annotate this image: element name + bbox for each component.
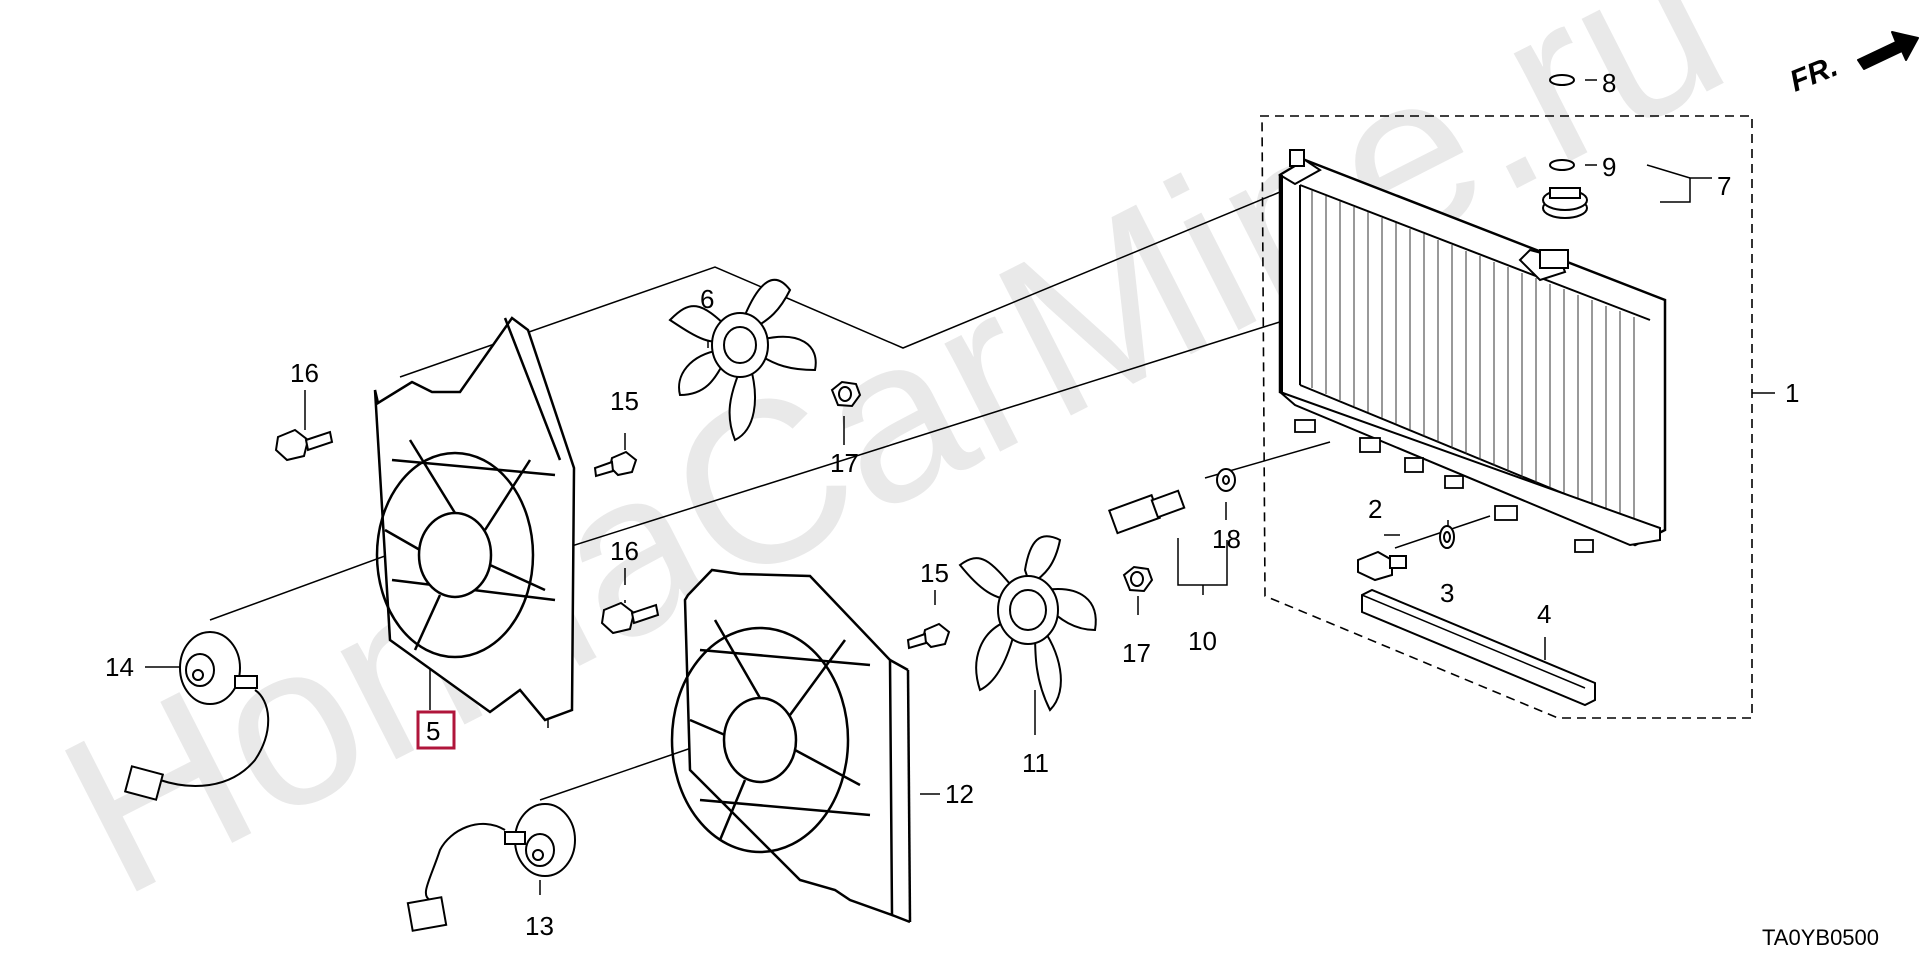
nut [830,380,1154,593]
bolt [274,428,951,650]
callout-10: 10 [1188,626,1217,656]
callout-4: 4 [1537,599,1551,629]
callout-8: 8 [1602,68,1616,98]
callout-6: 6 [700,284,714,314]
cooling-fan-upper [668,278,817,442]
callout-15-upper: 15 [610,386,639,416]
callout-13: 13 [525,911,554,941]
callout-17-upper: 17 [830,448,859,478]
fan-motor-lower [406,803,576,932]
thermo-switch [1108,468,1236,535]
callout-labels: 1 2 3 4 5 6 7 8 9 10 11 12 13 14 15 15 1… [105,68,1799,941]
callout-17-lower: 17 [1122,638,1151,668]
fan-shroud-lower [670,568,912,924]
callout-16-upper: 16 [290,358,319,388]
radiator-cap [1542,74,1588,219]
callout-18: 18 [1212,524,1241,554]
leader-lines [145,79,1775,895]
callout-2: 2 [1368,494,1382,524]
callout-7: 7 [1717,171,1731,201]
fan-shroud-upper [373,316,576,722]
drain-plug [1357,525,1455,582]
cooling-fan-lower [958,535,1097,712]
callout-5: 5 [426,716,440,746]
seal-strip [1361,588,1596,707]
fan-motor-upper [123,631,270,801]
callout-16-lower: 16 [610,536,639,566]
callout-1: 1 [1785,378,1799,408]
callout-11: 11 [1022,748,1049,778]
callout-3: 3 [1440,578,1454,608]
callout-14: 14 [105,652,134,682]
callout-15-lower: 15 [920,558,949,588]
callout-9: 9 [1602,152,1616,182]
direction-label: FR. [1785,50,1842,99]
assembly-boundary [1260,115,1753,719]
callout-12: 12 [945,779,974,809]
front-direction-indicator: FR. [1785,31,1919,99]
diagram-code: TA0YB0500 [1762,925,1879,950]
radiator [1278,149,1667,553]
callout-highlight-box [416,710,456,750]
direction-arrow-icon [1857,31,1919,70]
